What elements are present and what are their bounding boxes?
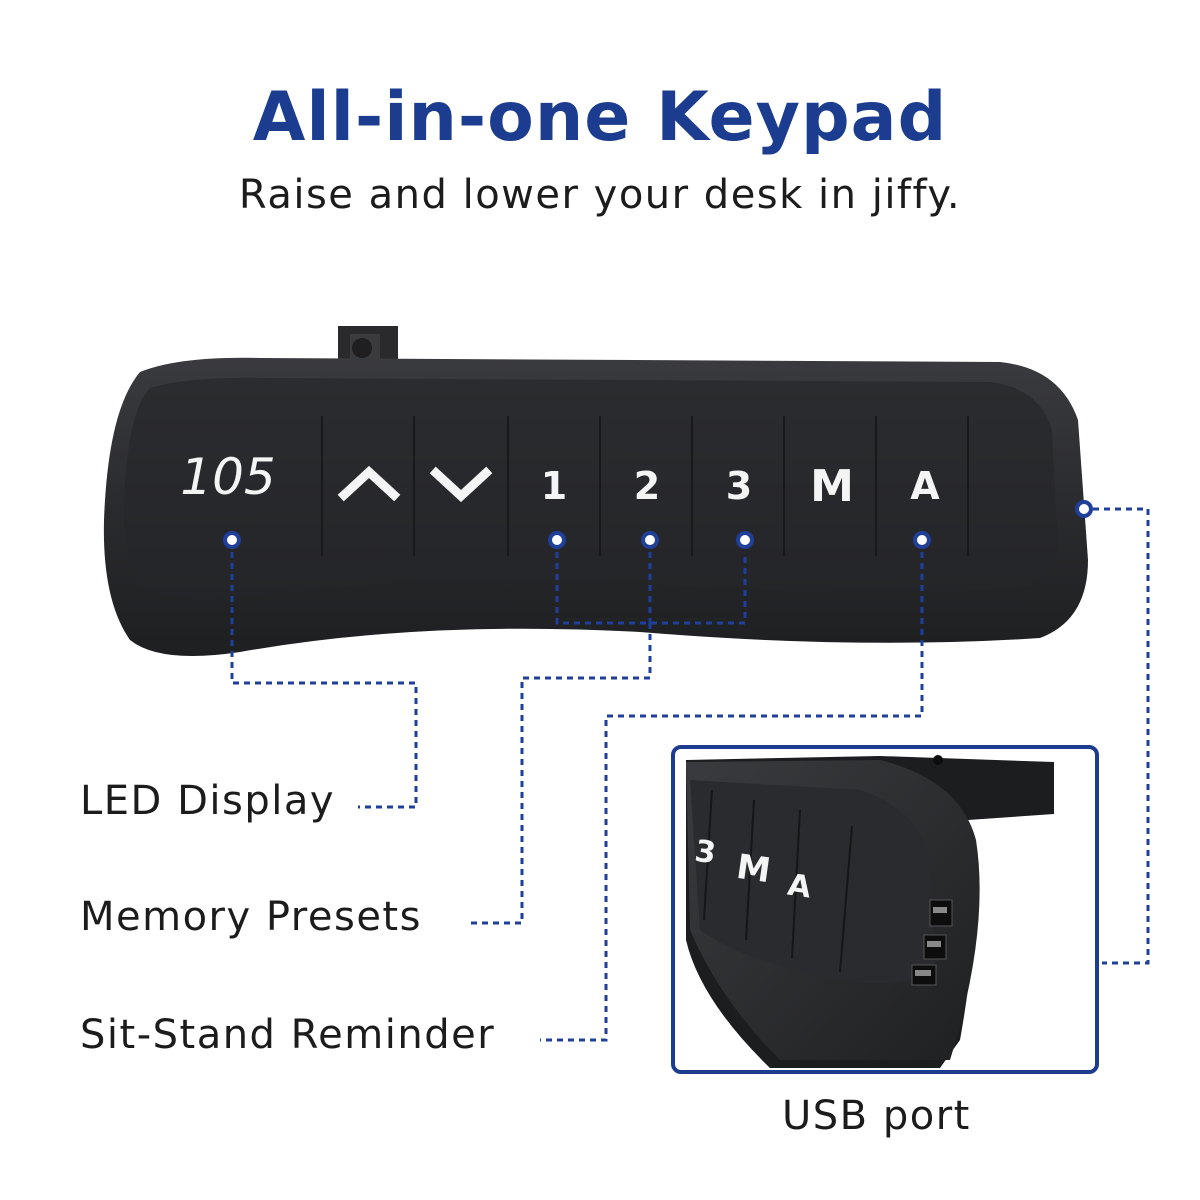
callout-dots — [223, 500, 1093, 549]
usb-port-icon — [911, 899, 953, 986]
inset-preset-3-key: 3 — [693, 834, 719, 872]
keypad-body — [103, 357, 1088, 656]
preset-2-key[interactable]: 2 — [634, 464, 660, 508]
page-subtitle: Raise and lower your desk in jiffy. — [238, 172, 962, 218]
memory-key[interactable]: M — [810, 461, 854, 512]
preset-1-key[interactable]: 1 — [541, 464, 567, 508]
usb-inset — [671, 745, 1099, 1074]
reminder-key[interactable]: A — [910, 464, 940, 508]
page-title: All-in-one Keypad — [252, 78, 948, 157]
callout-lines — [230, 507, 1150, 1042]
callout-memory-presets: Memory Presets — [80, 894, 422, 940]
arrow-up-icon[interactable] — [337, 465, 401, 502]
callout-led-display: LED Display — [80, 778, 336, 824]
inset-reminder-key: A — [785, 868, 814, 906]
led-display-value: 105 — [180, 448, 275, 506]
callout-sit-stand-reminder: Sit-Stand Reminder — [80, 1012, 496, 1058]
callout-usb-port: USB port — [782, 1093, 971, 1139]
key-separators — [321, 416, 969, 556]
arrow-down-icon[interactable] — [429, 466, 493, 503]
inset-memory-key: M — [734, 847, 773, 891]
preset-3-key[interactable]: 3 — [726, 464, 752, 508]
